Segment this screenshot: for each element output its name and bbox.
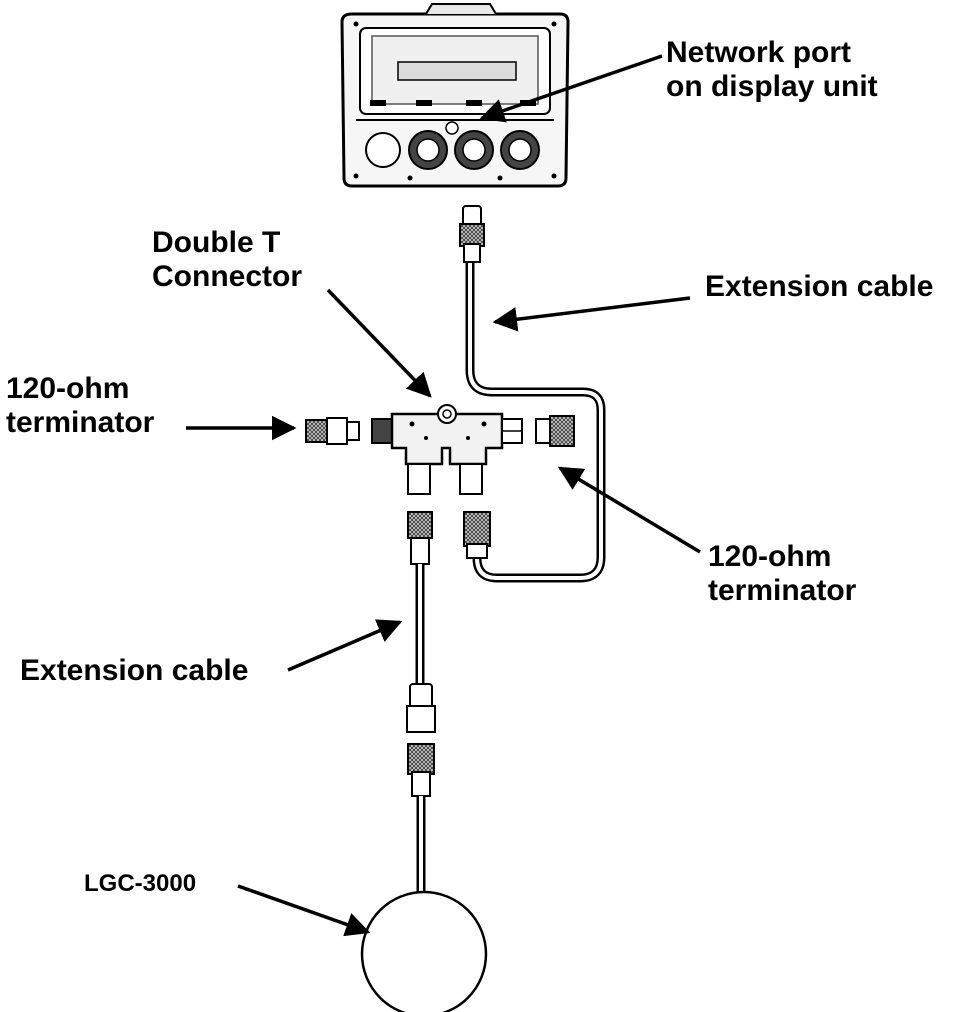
terminator-icon <box>535 415 575 447</box>
cable-plug-icon <box>463 511 491 559</box>
terminator-right-label: 120-ohm terminator <box>708 540 857 607</box>
arrow-icon <box>186 54 701 937</box>
cable-plug-icon <box>459 205 485 263</box>
extension-cable-bottom-label: Extension cable <box>20 654 249 687</box>
display-unit-icon <box>340 3 570 188</box>
cable-plug-icon <box>407 511 433 565</box>
double-t-label: Double T Connector <box>152 226 302 293</box>
terminator-left-label: 120-ohm terminator <box>6 372 155 439</box>
extension-cable-top <box>465 257 606 583</box>
network-port-label: Network port on display unit <box>666 36 878 103</box>
extension-cable-top-label: Extension cable <box>705 270 934 303</box>
lgc-sensor-icon <box>360 890 488 1012</box>
lgc-label: LGC-3000 <box>84 870 197 897</box>
t-connector-icon <box>371 404 523 495</box>
extension-cable-bottom <box>406 564 436 898</box>
terminator-icon <box>305 417 360 445</box>
